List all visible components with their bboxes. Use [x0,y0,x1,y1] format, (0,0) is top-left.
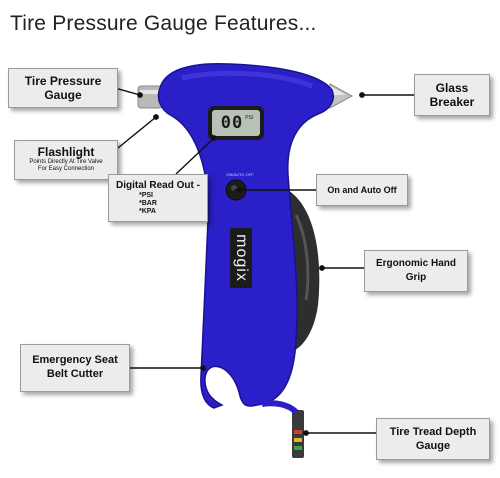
callout-seat-belt-cutter: Emergency Seat Belt Cutter [20,344,130,392]
power-button-label: ON/AUTO OFF [226,172,254,177]
callout-flashlight-sub1: Points Directly At Tire Valve [29,159,103,165]
callout-flashlight: Flashlight Points Directly At Tire Valve… [14,140,118,180]
lcd-screen [212,110,260,136]
callout-tread-depth-label: Tire Tread Depth Gauge [389,426,477,452]
callout-ergonomic-grip: Ergonomic Hand Grip [364,250,468,292]
callout-seat-belt-cutter-label: Emergency Seat Belt Cutter [32,354,118,380]
callout-tire-pressure-gauge-label: Tire Pressure Gauge [24,74,102,102]
lcd-value: 00 [220,113,244,133]
callout-flashlight-label: Flashlight [37,145,95,159]
callout-tire-pressure-gauge: Tire Pressure Gauge [8,68,118,108]
lcd-unit: PSI [245,115,254,121]
glass-breaker-tip-icon [329,83,354,109]
callout-on-auto-off-label: On and Auto Off [327,185,397,195]
callout-digital-readout-label: Digital Read Out - [116,180,200,191]
brand-plate [230,228,252,288]
unit-bar: *BAR [139,200,157,207]
page-title: Tire Pressure Gauge Features... [10,12,317,35]
callout-ergonomic-grip-label: Ergonomic Hand Grip [375,258,456,283]
callout-glass-breaker-label: Glass Breaker [429,81,475,109]
callout-tread-depth: Tire Tread Depth Gauge [376,418,490,460]
callout-on-auto-off: On and Auto Off [316,174,408,206]
tread-depth-probe-icon [261,400,304,458]
callout-flashlight-sub2: For Easy Connection [37,166,95,172]
callout-digital-readout: Digital Read Out - *PSI *BAR *KPA [108,174,208,222]
callout-glass-breaker: Glass Breaker [414,74,490,116]
unit-psi: *PSI [139,192,154,199]
unit-kpa: *KPA [139,208,156,215]
